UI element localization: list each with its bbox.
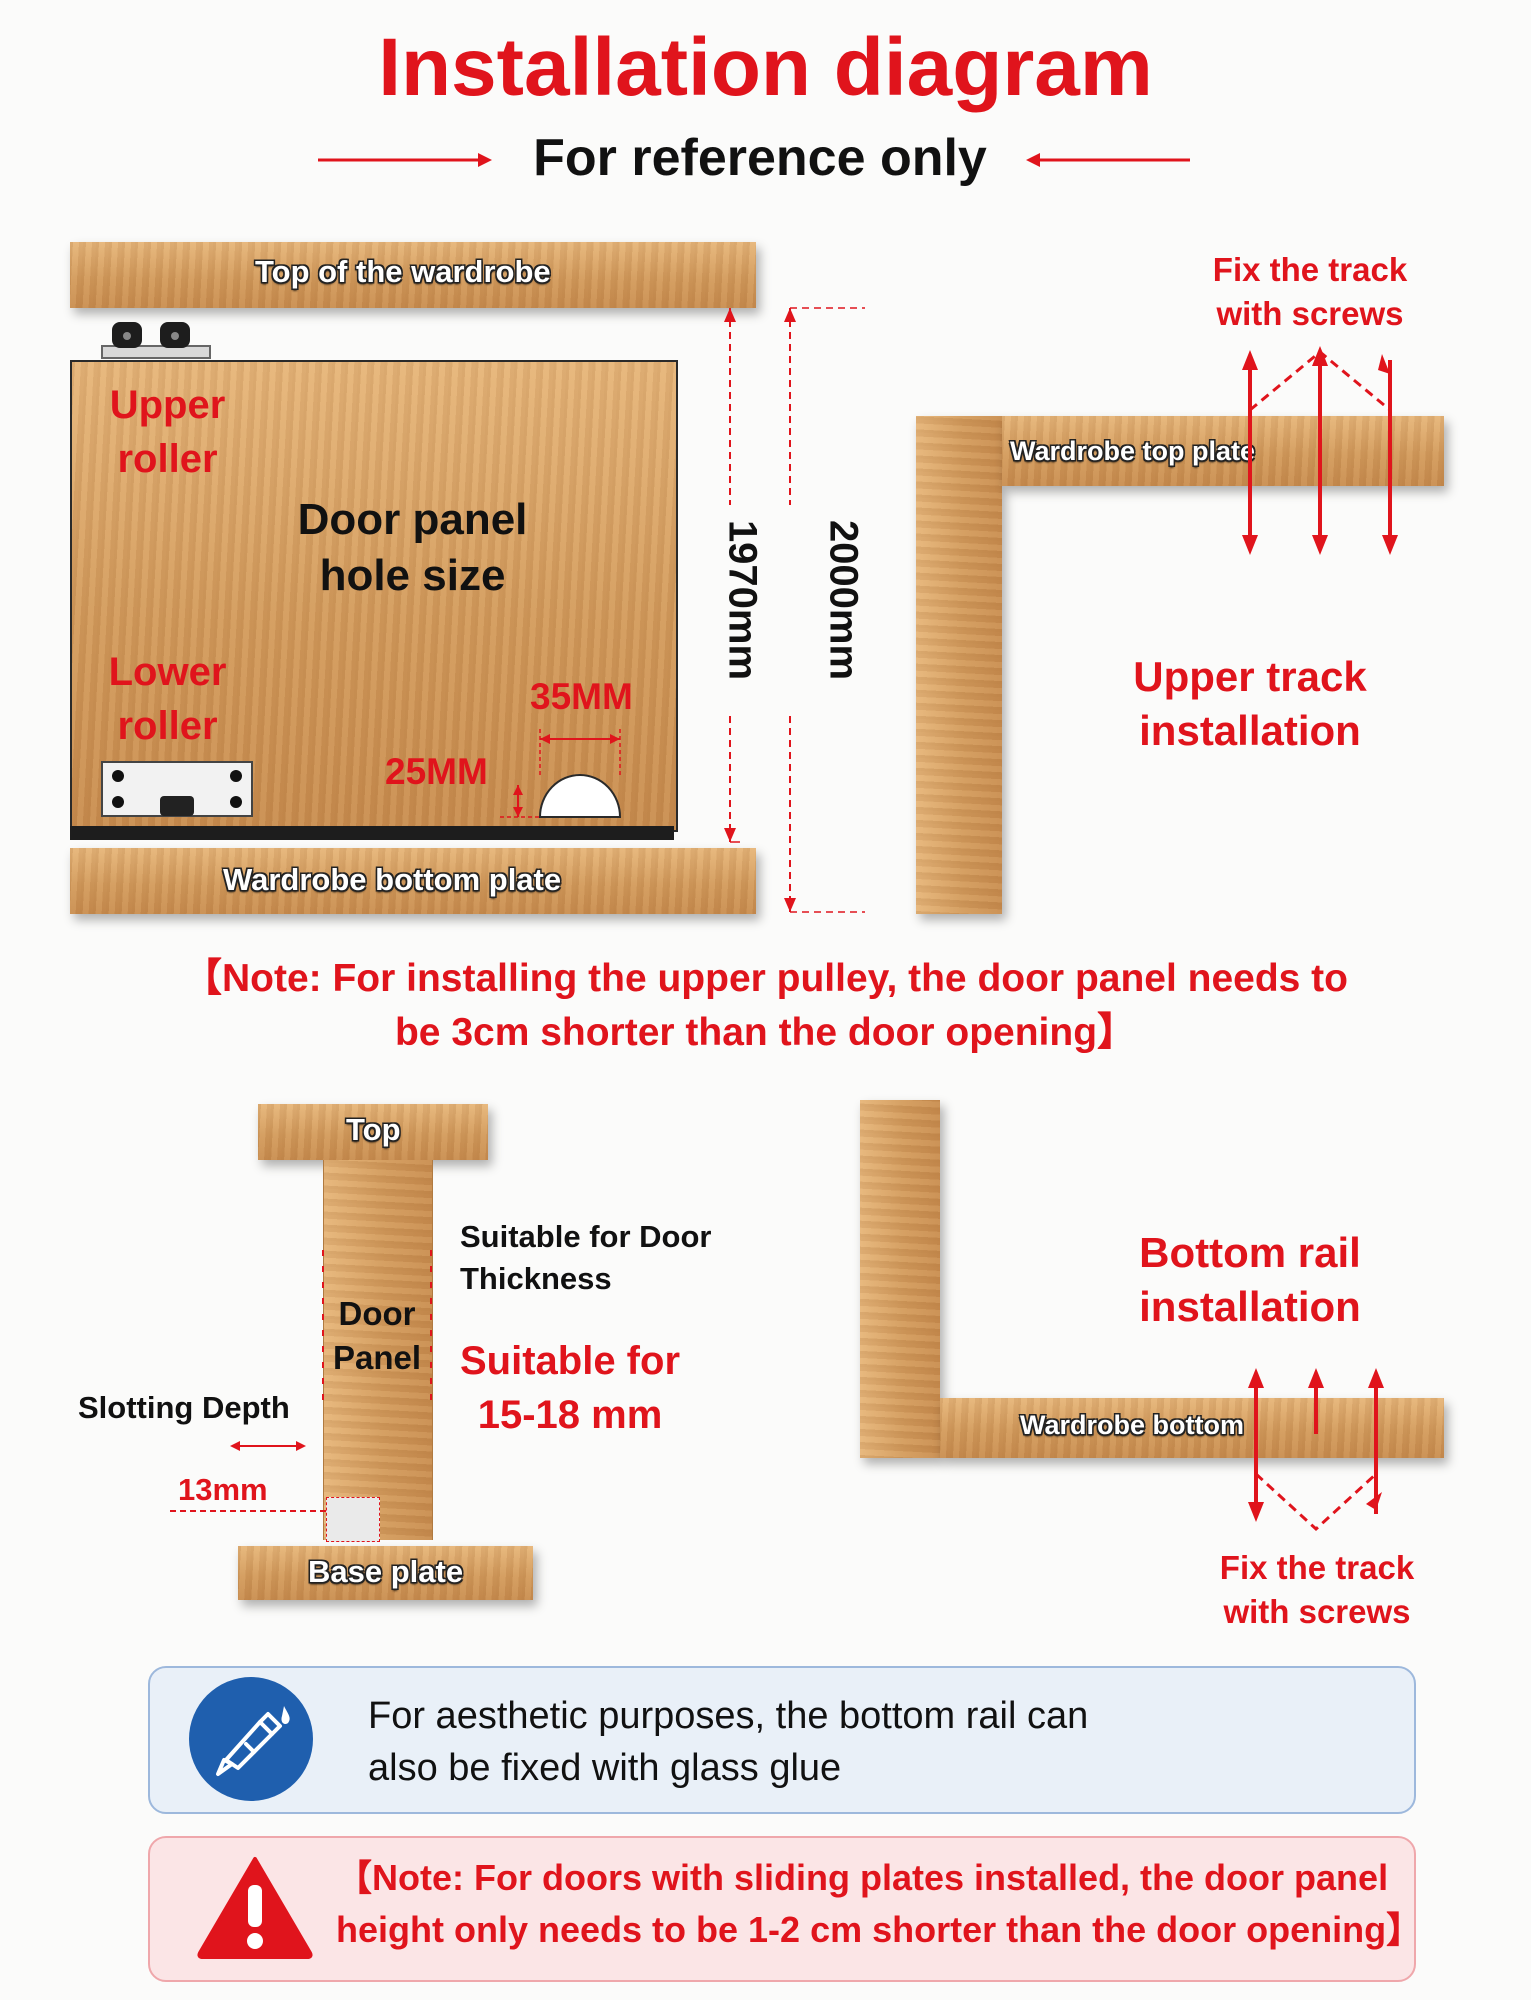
thickness-base-plate [238, 1546, 533, 1600]
tip-text: For aesthetic purposes, the bottom rail … [368, 1690, 1088, 1794]
door-thickness-line-2: Thickness [460, 1261, 612, 1296]
upper-screws-label: Fix the track with screws [1180, 248, 1440, 336]
thickness-top-board [258, 1104, 488, 1160]
upper-screws-line-1: Fix the track [1212, 251, 1408, 288]
wardrobe-top-label: Top of the wardrobe [255, 254, 551, 289]
lower-roller-label: Lower roller [100, 645, 235, 753]
tip-box [148, 1666, 1416, 1814]
bottom-screws-line-2: with screws [1223, 1593, 1411, 1630]
warning-box [148, 1836, 1416, 1982]
range-line-1: Suitable for [459, 1339, 681, 1383]
slot-depth-label: 13mm [178, 1472, 268, 1507]
bottom-screws-label: Fix the track with screws [1186, 1546, 1448, 1634]
hole-dimension-graphic [500, 729, 622, 818]
tip-text-line-1: For aesthetic purposes, the bottom rail … [368, 1695, 1089, 1737]
upper-top-plate [1002, 416, 1444, 486]
note1-line-2: be 3cm shorter than the door opening】 [394, 1011, 1137, 1054]
upper-roller-line-1: Upper [109, 383, 226, 427]
dim-1970-label: 1970mm [720, 519, 765, 681]
slot-cutout [326, 1497, 380, 1542]
bottom-title-line-2: installation [1139, 1283, 1361, 1330]
page-title: Installation diagram [378, 22, 1153, 113]
note-upper-pulley: 【Note: For installing the upper pulley, … [0, 952, 1531, 1060]
upper-roller-label: Upper roller [100, 378, 235, 486]
bottom-side-board [860, 1100, 940, 1458]
panel-text-line-2: hole size [319, 551, 506, 600]
note1-line-1: 【Note: For installing the upper pulley, … [182, 957, 1348, 1000]
wardrobe-bottom-board [70, 848, 756, 914]
door-panel-text: Door panel hole size [270, 492, 555, 604]
warning-text-line-2: height only needs to be 1-2 cm shorter t… [336, 1909, 1423, 1950]
upper-roller-line-2: roller [117, 437, 218, 481]
bottom-title-line-1: Bottom rail [1139, 1229, 1361, 1276]
bottom-rail-plate [940, 1398, 1444, 1458]
bottom-plate-label: Wardrobe bottom [1020, 1410, 1244, 1440]
door-thickness-line-1: Suitable for Door [460, 1219, 712, 1254]
panel-text-line-1: Door panel [297, 495, 528, 544]
lower-roller-line-2: roller [117, 704, 218, 748]
bottom-rail-title: Bottom rail installation [1110, 1226, 1390, 1334]
wardrobe-bottom-label: Wardrobe bottom plate [223, 862, 562, 897]
subtitle-arrows [318, 153, 1190, 167]
upper-roller-icon [101, 322, 211, 359]
glue-pen-icon [189, 1677, 313, 1801]
tip-text-line-2: also be fixed with glass glue [368, 1747, 842, 1789]
thickness-panel-line-1: Door [338, 1295, 416, 1332]
thickness-base-label: Base plate [308, 1554, 464, 1589]
upper-screws-line-2: with screws [1216, 295, 1404, 332]
upper-track-title: Upper track installation [1110, 650, 1390, 758]
range-line-2: 15-18 mm [477, 1393, 663, 1437]
slot-depth-line [170, 1510, 326, 1512]
bottom-rail [70, 826, 674, 840]
wardrobe-top-board [70, 242, 756, 308]
thickness-top-label: Top [346, 1112, 401, 1147]
bottom-screws-line-1: Fix the track [1219, 1549, 1415, 1586]
hole-width-label: 35MM [530, 676, 633, 717]
bottom-screw-arrows [1248, 1368, 1384, 1532]
warning-text: 【Note: For doors with sliding plates ins… [336, 1852, 1422, 1956]
door-thickness-label: Suitable for Door Thickness [460, 1216, 711, 1300]
upper-side-board [916, 416, 1002, 914]
upper-plate-label: Wardrobe top plate [1010, 436, 1256, 466]
lower-roller-icon [101, 761, 253, 817]
hole-height-label: 25MM [385, 751, 488, 792]
upper-title-line-2: installation [1139, 707, 1361, 754]
upper-title-line-1: Upper track [1133, 653, 1367, 700]
page-subtitle: For reference only [533, 129, 987, 187]
thickness-panel-line-2: Panel [332, 1339, 422, 1376]
slotting-depth-arrow [230, 1441, 306, 1451]
door-panel [70, 360, 678, 832]
thickness-panel-text: Door Panel [323, 1292, 431, 1380]
upper-screw-arrows [1242, 346, 1398, 555]
lower-roller-line-1: Lower [108, 650, 227, 694]
dim-2000-label: 2000mm [821, 519, 866, 681]
thickness-markers [322, 1250, 432, 1410]
warning-text-line-1: 【Note: For doors with sliding plates ins… [336, 1857, 1389, 1898]
slotting-depth-label: Slotting Depth [78, 1390, 290, 1425]
warning-icon [197, 1857, 313, 1959]
thickness-range-label: Suitable for 15-18 mm [452, 1334, 688, 1442]
